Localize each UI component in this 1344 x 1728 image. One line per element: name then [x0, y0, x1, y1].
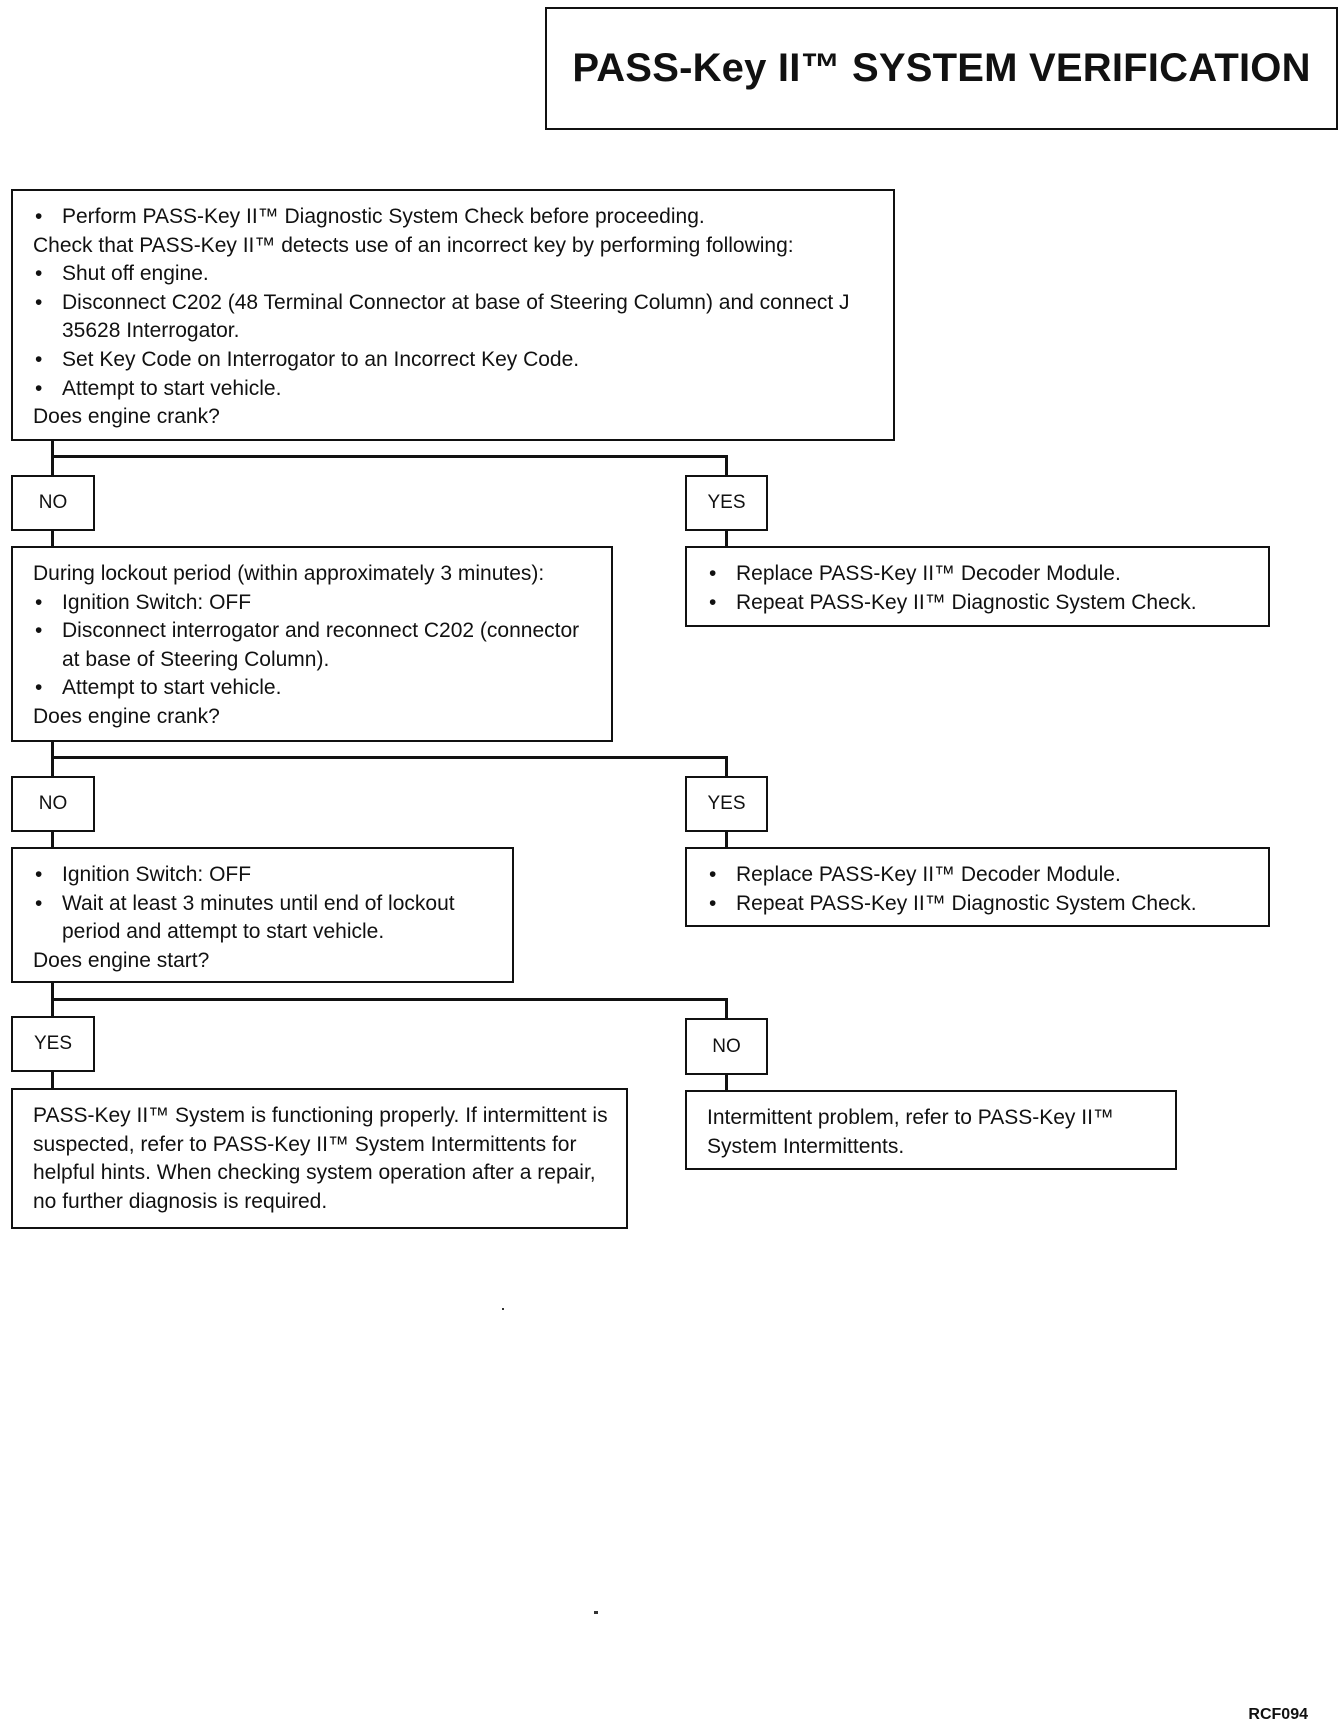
page-title: PASS-Key II™ SYSTEM VERIFICATION [572, 46, 1311, 90]
connector-line [725, 831, 728, 848]
branch-3-yes-label: YES [11, 1016, 95, 1072]
step-2-bullet-list: Ignition Switch: OFF Disconnect interrog… [33, 589, 593, 703]
step-1-bullet: Attempt to start vehicle. [33, 375, 875, 404]
connector-line [725, 530, 728, 547]
branch-2-no-label: NO [11, 776, 95, 832]
result-1-bullet: Repeat PASS-Key II™ Diagnostic System Ch… [707, 589, 1250, 618]
step-1-intro: Check that PASS-Key II™ detects use of a… [33, 233, 794, 257]
branch-3-no-label: NO [685, 1018, 768, 1075]
step-1-bullet: Disconnect C202 (48 Terminal Connector a… [33, 289, 875, 346]
connector-line [725, 756, 728, 777]
connector-line [51, 455, 728, 458]
step-2-box: During lockout period (within approximat… [11, 546, 613, 742]
step-1-bullet-list-b: Shut off engine. Disconnect C202 (48 Ter… [33, 260, 875, 403]
connector-line [725, 455, 728, 476]
step-2-bullet: Attempt to start vehicle. [33, 674, 593, 703]
step-3-question: Does engine start? [33, 948, 210, 972]
figure-code: RCF094 [1248, 1706, 1308, 1723]
step-3-bullet-list: Ignition Switch: OFF Wait at least 3 min… [33, 861, 494, 947]
step-3-bullet: Ignition Switch: OFF [33, 861, 494, 890]
result-1-bullet-list: Replace PASS-Key II™ Decoder Module. Rep… [707, 560, 1250, 617]
result-1-box: Replace PASS-Key II™ Decoder Module. Rep… [685, 546, 1270, 627]
result-2-bullet: Replace PASS-Key II™ Decoder Module. [707, 861, 1250, 890]
scan-speck [594, 1611, 598, 1614]
connector-line [51, 998, 54, 1017]
title-box: PASS-Key II™ SYSTEM VERIFICATION [545, 7, 1338, 130]
connector-line [51, 1071, 54, 1089]
connector-line [725, 1074, 728, 1091]
step-3-bullet: Wait at least 3 minutes until end of loc… [33, 890, 494, 947]
step-1-bullet: Set Key Code on Interrogator to an Incor… [33, 346, 875, 375]
connector-line [51, 831, 54, 848]
step-1-bullet: Perform PASS-Key II™ Diagnostic System C… [33, 203, 875, 232]
step-2-intro: During lockout period (within approximat… [33, 562, 545, 585]
result-2-bullet: Repeat PASS-Key II™ Diagnostic System Ch… [707, 890, 1250, 919]
step-1-bullet: Shut off engine. [33, 260, 875, 289]
step-3-box: Ignition Switch: OFF Wait at least 3 min… [11, 847, 514, 983]
connector-line [51, 998, 728, 1001]
result-4-box: Intermittent problem, refer to PASS-Key … [685, 1090, 1177, 1170]
connector-line [51, 982, 54, 999]
branch-1-yes-label: YES [685, 475, 768, 531]
connector-line [51, 756, 54, 777]
branch-2-yes-label: YES [685, 776, 768, 832]
scan-speck [502, 1308, 504, 1310]
result-1-bullet: Replace PASS-Key II™ Decoder Module. [707, 560, 1250, 589]
step-1-question: Does engine crank? [33, 405, 220, 429]
step-2-bullet: Disconnect interrogator and reconnect C2… [33, 617, 593, 674]
result-3-text: PASS-Key II™ System is functioning prope… [33, 1104, 608, 1213]
result-4-text: Intermittent problem, refer to PASS-Key … [707, 1106, 1114, 1158]
connector-line [51, 530, 54, 547]
step-1-box: Perform PASS-Key II™ Diagnostic System C… [11, 189, 895, 441]
step-2-bullet: Ignition Switch: OFF [33, 589, 593, 618]
result-2-box: Replace PASS-Key II™ Decoder Module. Rep… [685, 847, 1270, 927]
result-3-box: PASS-Key II™ System is functioning prope… [11, 1088, 628, 1229]
connector-line [51, 440, 54, 456]
connector-line [51, 756, 728, 759]
branch-1-no-label: NO [11, 475, 95, 531]
result-2-bullet-list: Replace PASS-Key II™ Decoder Module. Rep… [707, 861, 1250, 918]
step-1-bullet-list-a: Perform PASS-Key II™ Diagnostic System C… [33, 203, 875, 232]
connector-line [51, 741, 54, 757]
step-2-question: Does engine crank? [33, 704, 220, 728]
connector-line [51, 455, 54, 476]
connector-line [725, 998, 728, 1019]
